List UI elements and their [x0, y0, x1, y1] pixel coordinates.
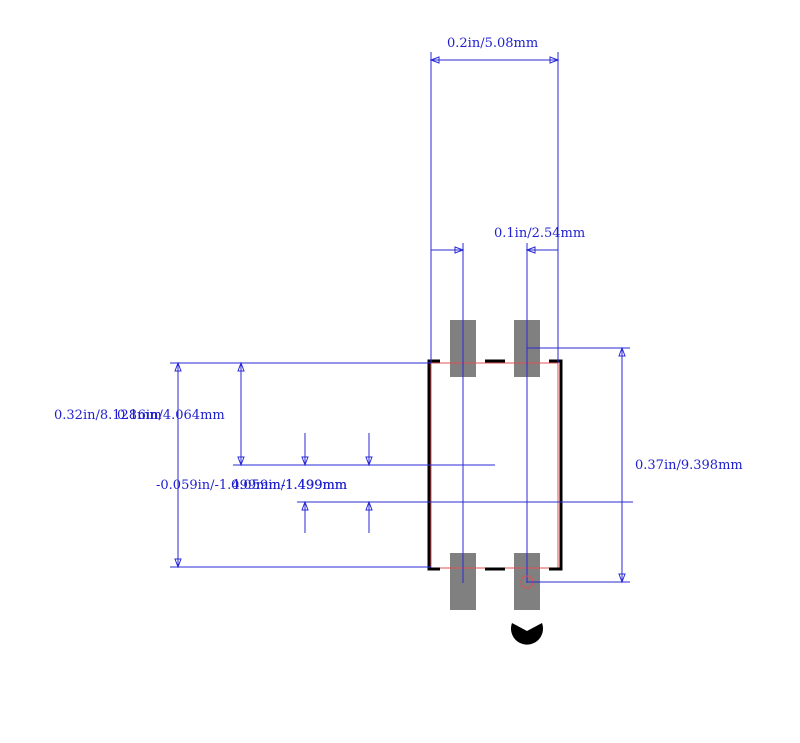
dimension-offset: -0.059in/-1.499mm -1.499mm 0.059in/1.499… [156, 433, 633, 533]
dimension-left-inner: 0.16in/4.064mm [117, 361, 495, 467]
offset-label-negative: -0.059in/-1.499mm [156, 478, 281, 493]
pacman-orientation-icon [510, 623, 543, 645]
top-width-label: 0.2in/5.08mm [447, 36, 538, 51]
dimension-pitch: 0.1in/2.54mm [431, 226, 585, 254]
left-height-label: 0.32in/8.128mm [54, 408, 162, 423]
offset-label-positive: 0.059in/1.499mm [231, 478, 347, 493]
offset-label-negative-mm: -1.499mm [281, 478, 347, 493]
dimension-left-height: 0.32in/8.128mm [54, 361, 431, 569]
dimension-right-height: 0.37in/9.398mm [527, 346, 743, 584]
pitch-label: 0.1in/2.54mm [494, 226, 585, 241]
right-height-label: 0.37in/9.398mm [635, 458, 743, 473]
left-inner-label: 0.16in/4.064mm [117, 408, 225, 423]
dimension-top-width: 0.2in/5.08mm [429, 36, 560, 363]
